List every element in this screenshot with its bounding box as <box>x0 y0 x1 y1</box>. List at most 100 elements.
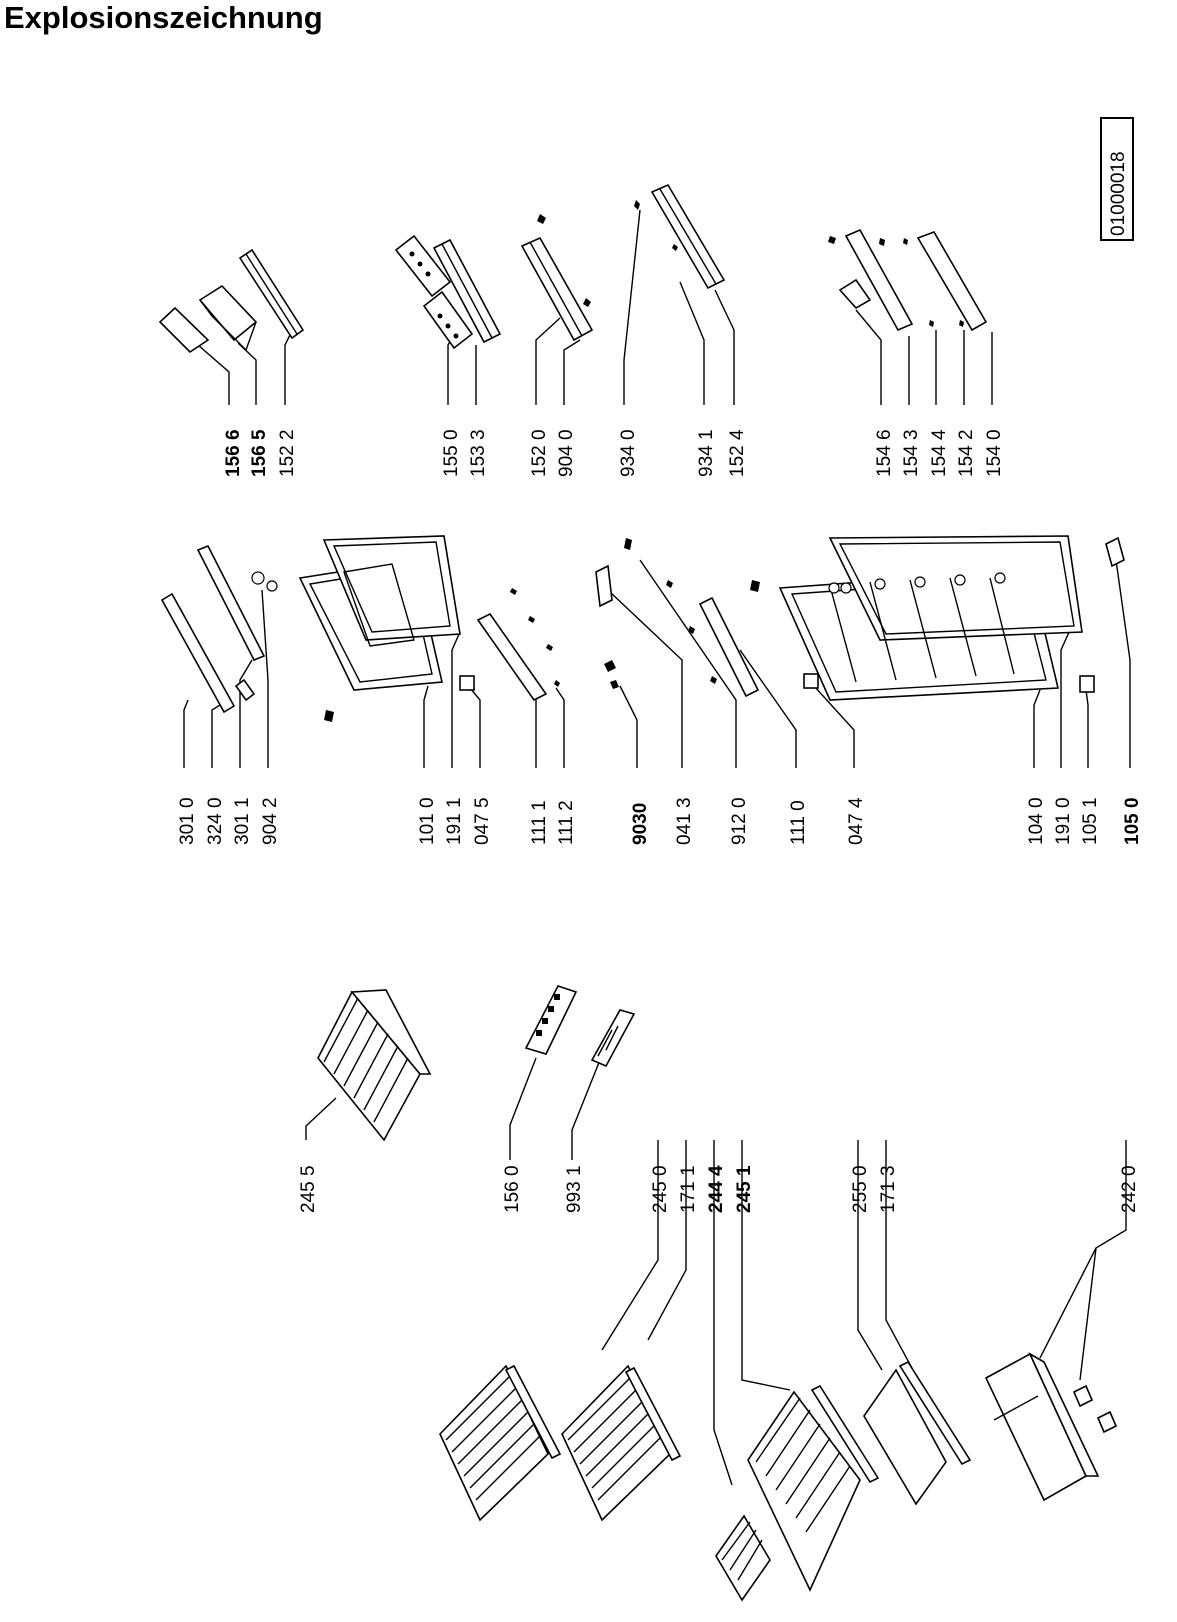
hinge-rail-111-0 <box>698 580 819 698</box>
svg-text:245 5: 245 5 <box>298 1165 319 1213</box>
part-label-047-4: 047 4 <box>846 797 867 845</box>
part-label-904-0: 904 0 <box>556 429 577 477</box>
svg-text:156 0: 156 0 <box>502 1165 523 1213</box>
svg-text:934 1: 934 1 <box>696 429 717 477</box>
door-handle-301 <box>160 544 278 714</box>
part-label-156-0: 156 0 <box>502 1165 523 1213</box>
door-shelf-152-2 <box>238 248 305 340</box>
svg-text:912 0: 912 0 <box>729 797 750 845</box>
part-label-154-3: 154 3 <box>901 429 922 477</box>
svg-text:047 4: 047 4 <box>846 797 867 845</box>
part-label-934-1: 934 1 <box>696 429 717 477</box>
part-label-245-1: 245 1 <box>734 1165 755 1213</box>
part-label-154-0: 154 0 <box>984 429 1005 477</box>
svg-text:153 3: 153 3 <box>468 429 489 477</box>
svg-text:111 1: 111 1 <box>529 800 550 845</box>
svg-text:244 4: 244 4 <box>706 1165 727 1213</box>
part-label-105-0: 105 0 <box>1122 797 1143 845</box>
wire-shelf-245-0 <box>561 1364 682 1522</box>
part-label-152-4: 152 4 <box>727 429 748 477</box>
svg-text:301 1: 301 1 <box>232 797 253 845</box>
part-label-324-0: 324 0 <box>205 797 226 845</box>
part-label-934-0: 934 0 <box>618 429 639 477</box>
part-label-191-0: 191 0 <box>1053 797 1074 845</box>
part-label-155-0: 155 0 <box>441 429 462 477</box>
svg-text:111 0: 111 0 <box>788 800 809 845</box>
svg-text:156 6: 156 6 <box>223 429 244 477</box>
fridge-door-104-0 <box>778 535 1125 701</box>
freezer-door-101-0 <box>298 535 475 722</box>
part-label-111-0: 111 0 <box>788 800 809 845</box>
svg-text:245 0: 245 0 <box>650 1165 671 1213</box>
part-label-154-6: 154 6 <box>874 429 895 477</box>
part-label-171-3: 171 3 <box>878 1165 899 1213</box>
drawing-number: 01000018 <box>1108 151 1129 236</box>
svg-text:156 5: 156 5 <box>249 429 270 477</box>
part-label-245-5: 245 5 <box>298 1165 319 1213</box>
part-label-153-3: 153 3 <box>468 429 489 477</box>
svg-text:171 1: 171 1 <box>678 1165 699 1213</box>
glass-shelf-255-0 <box>863 1360 972 1506</box>
wire-basket-245-5 <box>317 989 432 1142</box>
svg-text:047 5: 047 5 <box>472 797 493 845</box>
svg-text:104 0: 104 0 <box>1026 797 1047 845</box>
svg-text:255 0: 255 0 <box>850 1165 871 1213</box>
drawing-number-box: 01000018 <box>1100 117 1134 241</box>
part-label-301-1: 301 1 <box>232 797 253 845</box>
part-label-154-2: 154 2 <box>956 429 977 477</box>
svg-text:171 3: 171 3 <box>878 1165 899 1213</box>
part-label-105-1: 105 1 <box>1080 797 1101 845</box>
svg-text:191 1: 191 1 <box>444 797 465 845</box>
svg-text:904 2: 904 2 <box>260 797 281 845</box>
crisper-drawer-242-0 <box>984 1352 1118 1502</box>
svg-text:154 4: 154 4 <box>929 429 950 477</box>
part-label-171-1: 171 1 <box>678 1165 699 1213</box>
svg-text:301 0: 301 0 <box>177 797 198 845</box>
svg-text:191 0: 191 0 <box>1053 797 1074 845</box>
part-label-993-1: 993 1 <box>564 1165 585 1213</box>
svg-text:993 1: 993 1 <box>564 1165 585 1213</box>
svg-text:9030: 9030 <box>630 803 651 845</box>
hinge-rail-111-1 <box>476 588 560 702</box>
svg-text:154 3: 154 3 <box>901 429 922 477</box>
part-label-111-1: 111 1 <box>529 800 550 845</box>
part-label-245-0: 245 0 <box>650 1165 671 1213</box>
part-label-301-0: 301 0 <box>177 797 198 845</box>
egg-tray-lid-part <box>158 306 210 354</box>
door-shelf-152-0 <box>520 214 594 342</box>
butter-box-part <box>198 284 258 352</box>
part-label-111-2: 111 2 <box>556 800 577 845</box>
part-label-041-3: 041 3 <box>674 797 695 845</box>
part-label-104-0: 104 0 <box>1026 797 1047 845</box>
scraper-993-1 <box>590 1009 636 1068</box>
part-label-255-0: 255 0 <box>850 1165 871 1213</box>
egg-tray-part <box>394 234 474 350</box>
svg-text:152 2: 152 2 <box>277 429 298 477</box>
part-label-156-5: 156 5 <box>249 429 270 477</box>
part-label-244-4: 244 4 <box>706 1165 727 1213</box>
door-shelf-153-3 <box>432 238 502 344</box>
bottle-shelf-152-4 <box>634 183 726 290</box>
part-label-191-1: 191 1 <box>444 797 465 845</box>
svg-text:154 6: 154 6 <box>874 429 895 477</box>
part-label-154-4: 154 4 <box>929 429 950 477</box>
part-label-101-0: 101 0 <box>417 797 438 845</box>
svg-text:111 2: 111 2 <box>556 800 577 845</box>
svg-text:934 0: 934 0 <box>618 429 639 477</box>
part-label-9030: 9030 <box>630 803 651 845</box>
page-title: Explosionszeichnung <box>4 0 323 35</box>
part-label-152-2: 152 2 <box>277 429 298 477</box>
svg-text:324 0: 324 0 <box>205 797 226 845</box>
svg-text:154 0: 154 0 <box>984 429 1005 477</box>
wire-shelf-245-1 <box>747 1384 880 1592</box>
part-label-047-5: 047 5 <box>472 797 493 845</box>
small-grid-244-4 <box>715 1514 771 1602</box>
svg-text:242 0: 242 0 <box>1119 1165 1140 1213</box>
part-label-156-6: 156 6 <box>223 429 244 477</box>
part-label-152-0: 152 0 <box>529 429 550 477</box>
svg-text:155 0: 155 0 <box>441 429 462 477</box>
svg-text:101 0: 101 0 <box>417 797 438 845</box>
door-shelf-154 <box>828 228 988 332</box>
hinge-parts-041-3 <box>595 538 717 689</box>
